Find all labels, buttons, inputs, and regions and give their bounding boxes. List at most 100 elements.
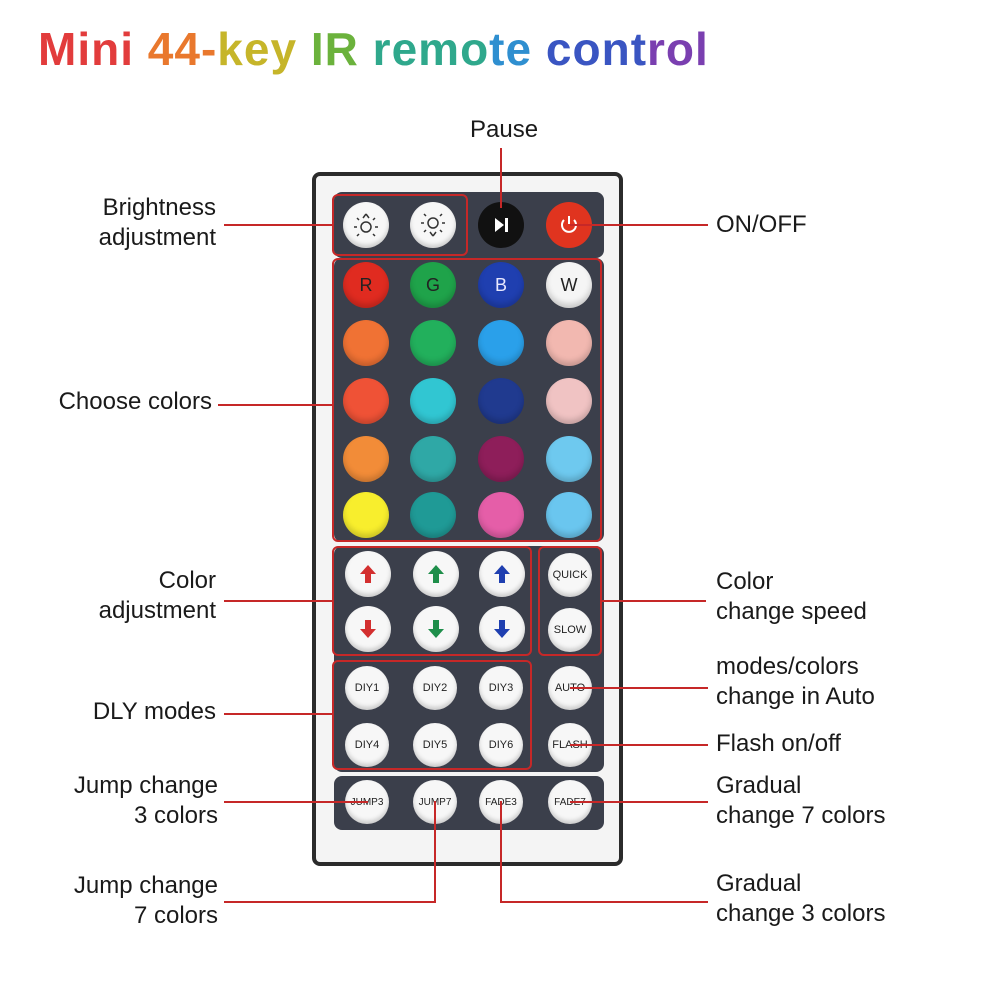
green-up-button[interactable] [413,551,459,597]
quick-label: QUICK [552,569,588,581]
slow-label: SLOW [553,624,587,636]
label-jump3-line2: 3 colors [133,802,218,829]
color-swatch-button[interactable] [343,436,389,482]
label-onoff: ON/OFF [716,211,807,238]
label-jump3-line1: Jump change [73,772,218,799]
color-swatch-button[interactable] [410,492,456,538]
label-brightness: Brightness adjustment [40,193,216,253]
fade3-leader-h [500,901,708,903]
brightness-leader [224,224,334,226]
color-button-g[interactable]: G [410,262,456,308]
brightness-down-button[interactable] [410,202,456,248]
blue-up-button[interactable] [479,551,525,597]
color-speed-leader [602,600,706,602]
diy1-label: DIY1 [354,682,380,694]
diy1-button[interactable]: DIY1 [345,666,389,710]
label-color-speed: Color change speed [716,567,867,627]
label-color-adjust-line1: Color [158,567,216,594]
color-swatch-button[interactable] [343,492,389,538]
label-fade3: Gradual change 3 colors [716,869,885,929]
fade7-leader [570,801,708,803]
pause-button[interactable] [478,202,524,248]
color-swatch-button[interactable] [343,320,389,366]
color-button-r[interactable]: R [343,262,389,308]
diy2-button[interactable]: DIY2 [413,666,457,710]
label-fade3-line2: change 3 colors [716,900,886,927]
color-swatch-button[interactable] [546,436,592,482]
diy5-label: DIY5 [422,739,448,751]
colors-group-outline [332,258,602,542]
color-button-label: W [560,274,578,295]
choose-colors-leader [218,404,334,406]
color-swatch-button[interactable] [410,436,456,482]
red-down-button[interactable] [345,606,391,652]
diy3-button[interactable]: DIY3 [479,666,523,710]
diy6-button[interactable]: DIY6 [479,723,523,767]
diy4-label: DIY4 [354,739,380,751]
label-fade7-line2: change 7 colors [716,802,886,829]
diy-group-outline [332,660,532,770]
sun-down-icon [421,213,445,237]
jump7-leader-h [224,901,436,903]
diy4-button[interactable]: DIY4 [345,723,389,767]
label-fade7: Gradual change 7 colors [716,771,885,831]
red-up-button[interactable] [345,551,391,597]
blue-down-button[interactable] [479,606,525,652]
color-adjust-leader [224,600,334,602]
color-button-label: G [425,274,440,295]
page-title: Mini 44-key IR remote control [38,23,709,75]
label-brightness-line2: adjustment [98,224,216,251]
label-color-adjust-line2: adjustment [98,597,216,624]
speed-group-outline [538,546,602,656]
color-swatch-button[interactable] [546,320,592,366]
color-swatch-button[interactable] [410,378,456,424]
label-jump7: Jump change 7 colors [20,871,218,931]
label-flash: Flash on/off [716,730,841,757]
diy2-label: DIY2 [422,682,448,694]
label-color-speed-line2: change speed [716,598,867,625]
label-auto-line1: modes/colors [716,653,859,680]
diy5-button[interactable]: DIY5 [413,723,457,767]
arrow-up-icon [428,565,444,583]
quick-button[interactable]: QUICK [548,553,592,597]
color-button-w[interactable]: W [546,262,592,308]
flash-leader [570,744,708,746]
slow-button[interactable]: SLOW [548,608,592,652]
color-swatch-button[interactable] [478,436,524,482]
color-swatch-button[interactable] [478,492,524,538]
color-swatch-button[interactable] [410,320,456,366]
flash-button[interactable]: FLASH [548,723,592,767]
color-swatch-button[interactable] [478,320,524,366]
color-button-label: B [494,274,507,295]
arrow-up-icon [360,565,376,583]
label-color-adjustment: Color adjustment [40,566,216,626]
auto-label: AUTO [555,682,585,694]
color-swatch-button[interactable] [478,378,524,424]
label-choose-colors: Choose colors [58,388,212,415]
jump3-leader [224,801,368,803]
label-pause: Pause [470,116,539,143]
arrow-up-icon [494,565,510,583]
play-pause-icon [495,218,508,232]
jump7-leader-v [434,801,436,902]
arrow-down-icon [428,620,444,638]
color-button-b[interactable]: B [478,262,524,308]
diy3-label: DIY3 [488,682,514,694]
color-swatch-button[interactable] [343,378,389,424]
color-swatch-button[interactable] [546,378,592,424]
label-jump3: Jump change 3 colors [20,771,218,831]
auto-leader [570,687,708,689]
power-icon [561,216,577,233]
green-down-button[interactable] [413,606,459,652]
color-swatch-button[interactable] [546,492,592,538]
label-brightness-line1: Brightness [102,194,216,221]
label-auto: modes/colors change in Auto [716,652,875,712]
label-auto-line2: change in Auto [716,683,875,710]
label-jump7-line1: Jump change [73,872,218,899]
label-dly-modes: DLY modes [92,698,216,725]
label-jump7-line2: 7 colors [133,902,218,929]
sun-up-icon [354,213,378,237]
brightness-up-button[interactable] [343,202,389,248]
arrow-down-icon [494,620,510,638]
fade3-leader-v [500,801,502,902]
